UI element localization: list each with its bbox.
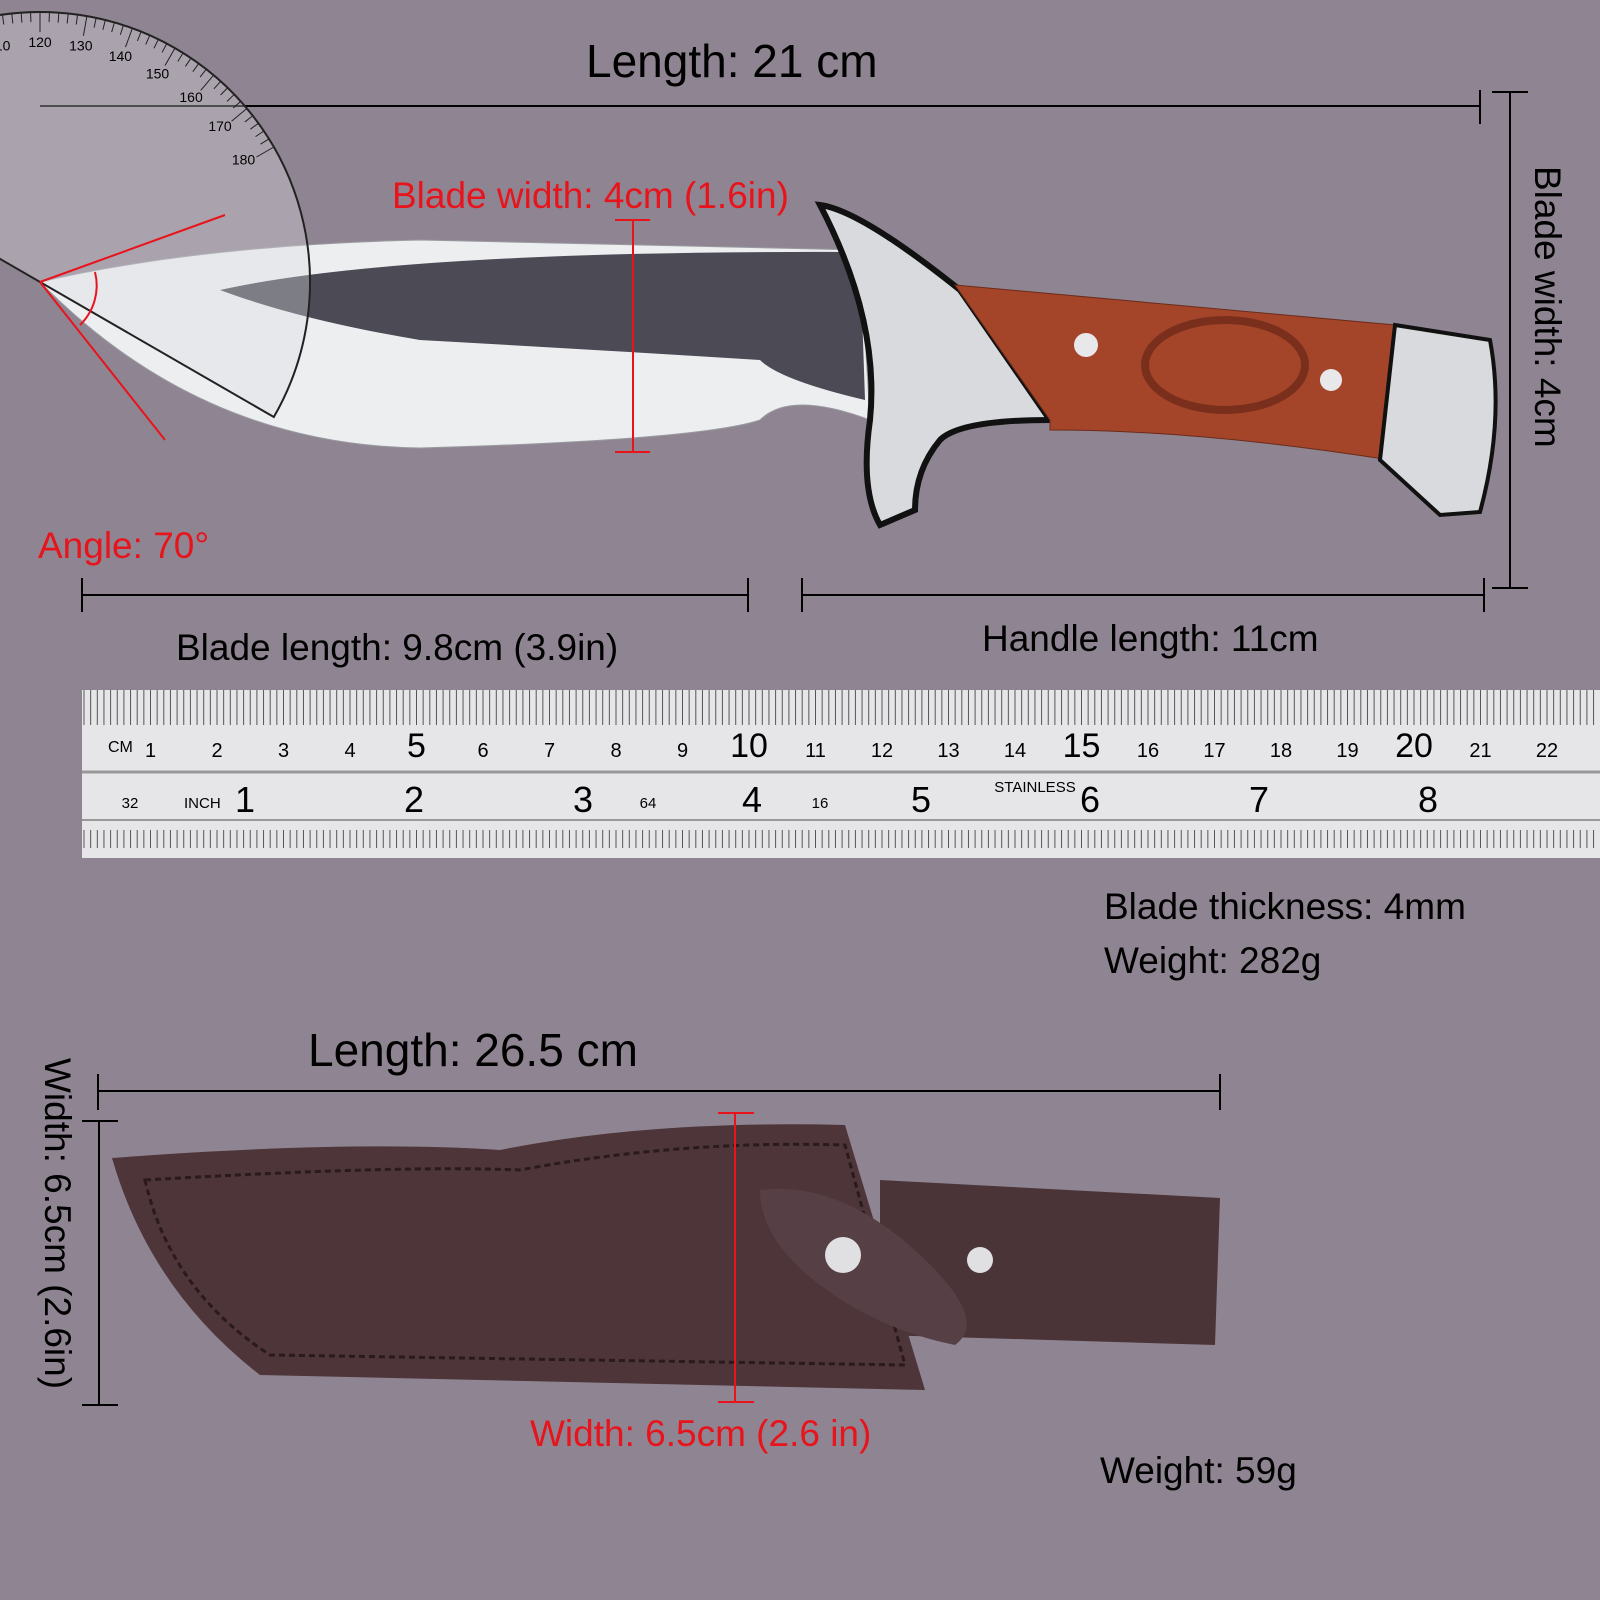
ruler-cm-label: 14	[1004, 740, 1026, 762]
ruler-cm-label: 2	[211, 740, 222, 762]
knife-image	[39, 201, 1498, 529]
ruler-cm-label: 3	[278, 740, 289, 762]
knife-dimension-lines	[40, 90, 1528, 612]
ruler-inch-label: 8	[1418, 779, 1438, 820]
rivet-icon	[1074, 333, 1098, 357]
ruler-cm-label: 10	[730, 727, 768, 765]
ruler-fraction-label: 32	[122, 795, 139, 812]
hammered-pattern	[220, 251, 865, 400]
ruler-cm-label: 4	[344, 740, 355, 762]
rivet-icon	[1320, 369, 1342, 391]
belt-loop	[880, 1180, 1220, 1345]
knife-pommel	[1377, 322, 1498, 518]
ruler-cm-label: 12	[871, 740, 893, 762]
protractor-label: 120	[28, 34, 52, 50]
ruler-cm-label: 5	[407, 727, 426, 765]
ruler-cm-label: 16	[1137, 740, 1159, 762]
ruler-cm-label: 6	[477, 740, 488, 762]
protractor-label: 140	[109, 48, 133, 64]
ruler-cm-label: 19	[1336, 740, 1358, 762]
ruler-inch-label: 1	[235, 779, 255, 820]
side-blade-width-label: Blade width: 4cm	[1527, 166, 1568, 448]
ruler-inch-label: 5	[911, 779, 931, 820]
protractor-label: 130	[69, 38, 93, 54]
blade-length-label: Blade length: 9.8cm (3.9in)	[176, 627, 619, 668]
ruler-inch-label: 3	[573, 779, 593, 820]
handle-length-label: Handle length: 11cm	[982, 618, 1319, 659]
blade-width-label: Blade width: 4cm (1.6in)	[392, 175, 789, 216]
ruler-cm-unit: CM	[108, 739, 133, 756]
sheath-weight-label: Weight: 59g	[1100, 1450, 1297, 1491]
ruler-cm-label: 21	[1469, 740, 1491, 762]
protractor-label: 150	[146, 65, 170, 81]
sheath-image	[112, 1124, 1220, 1390]
ruler	[82, 690, 1600, 858]
ruler-cm-label: 9	[677, 740, 688, 762]
knife-guard	[814, 201, 1056, 529]
snap-button-icon	[967, 1247, 993, 1273]
ruler-inch-label: 4	[742, 779, 762, 820]
sheath-dimension-lines	[82, 1074, 1221, 1406]
ruler-cm-label: 17	[1203, 740, 1225, 762]
ruler-fraction-label: 16	[812, 795, 829, 812]
sheath-width-marker	[718, 1112, 754, 1403]
ruler-fraction-label: 64	[640, 795, 657, 812]
protractor-label: 160	[179, 89, 203, 105]
ruler-inch-label: 6	[1080, 779, 1100, 820]
blade-thickness-label: Blade thickness: 4mm	[1104, 886, 1466, 927]
sheath-length-label: Length: 26.5 cm	[308, 1024, 638, 1076]
ruler-cm-label: 18	[1270, 740, 1292, 762]
ruler-cm-label: 22	[1536, 740, 1558, 762]
knife-handle	[953, 284, 1396, 461]
protractor-label: 180	[232, 152, 256, 168]
ruler-inch-label: 7	[1249, 779, 1269, 820]
blade-width-marker	[615, 219, 650, 453]
protractor	[0, 11, 311, 441]
ruler-cm-label: 13	[937, 740, 959, 762]
knife-length-label: Length: 21 cm	[586, 35, 878, 87]
ruler-cm-label: 8	[610, 740, 621, 762]
ruler-brand: STAINLESS	[994, 779, 1075, 796]
sheath-side-width-label: Width: 6.5cm (2.6in)	[37, 1058, 78, 1390]
sheath-width-label: Width: 6.5cm (2.6 in)	[530, 1413, 872, 1454]
ruler-cm-label: 11	[805, 740, 826, 762]
ruler-cm-label: 20	[1395, 727, 1433, 765]
protractor-label: 170	[208, 118, 232, 134]
angle-label: Angle: 70°	[38, 525, 210, 566]
ruler-cm-label: 1	[145, 740, 156, 762]
protractor-label: 110	[0, 38, 11, 54]
ruler-inch-label: 2	[404, 779, 424, 820]
ruler-cm-label: 7	[544, 740, 555, 762]
ruler-inch-unit: INCH	[184, 795, 221, 812]
sheath-strap	[760, 1188, 967, 1345]
ruler-cm-label: 15	[1063, 727, 1101, 765]
sheath-body	[112, 1124, 925, 1390]
knife-weight-label: Weight: 282g	[1104, 940, 1322, 981]
snap-button-icon	[825, 1237, 861, 1273]
